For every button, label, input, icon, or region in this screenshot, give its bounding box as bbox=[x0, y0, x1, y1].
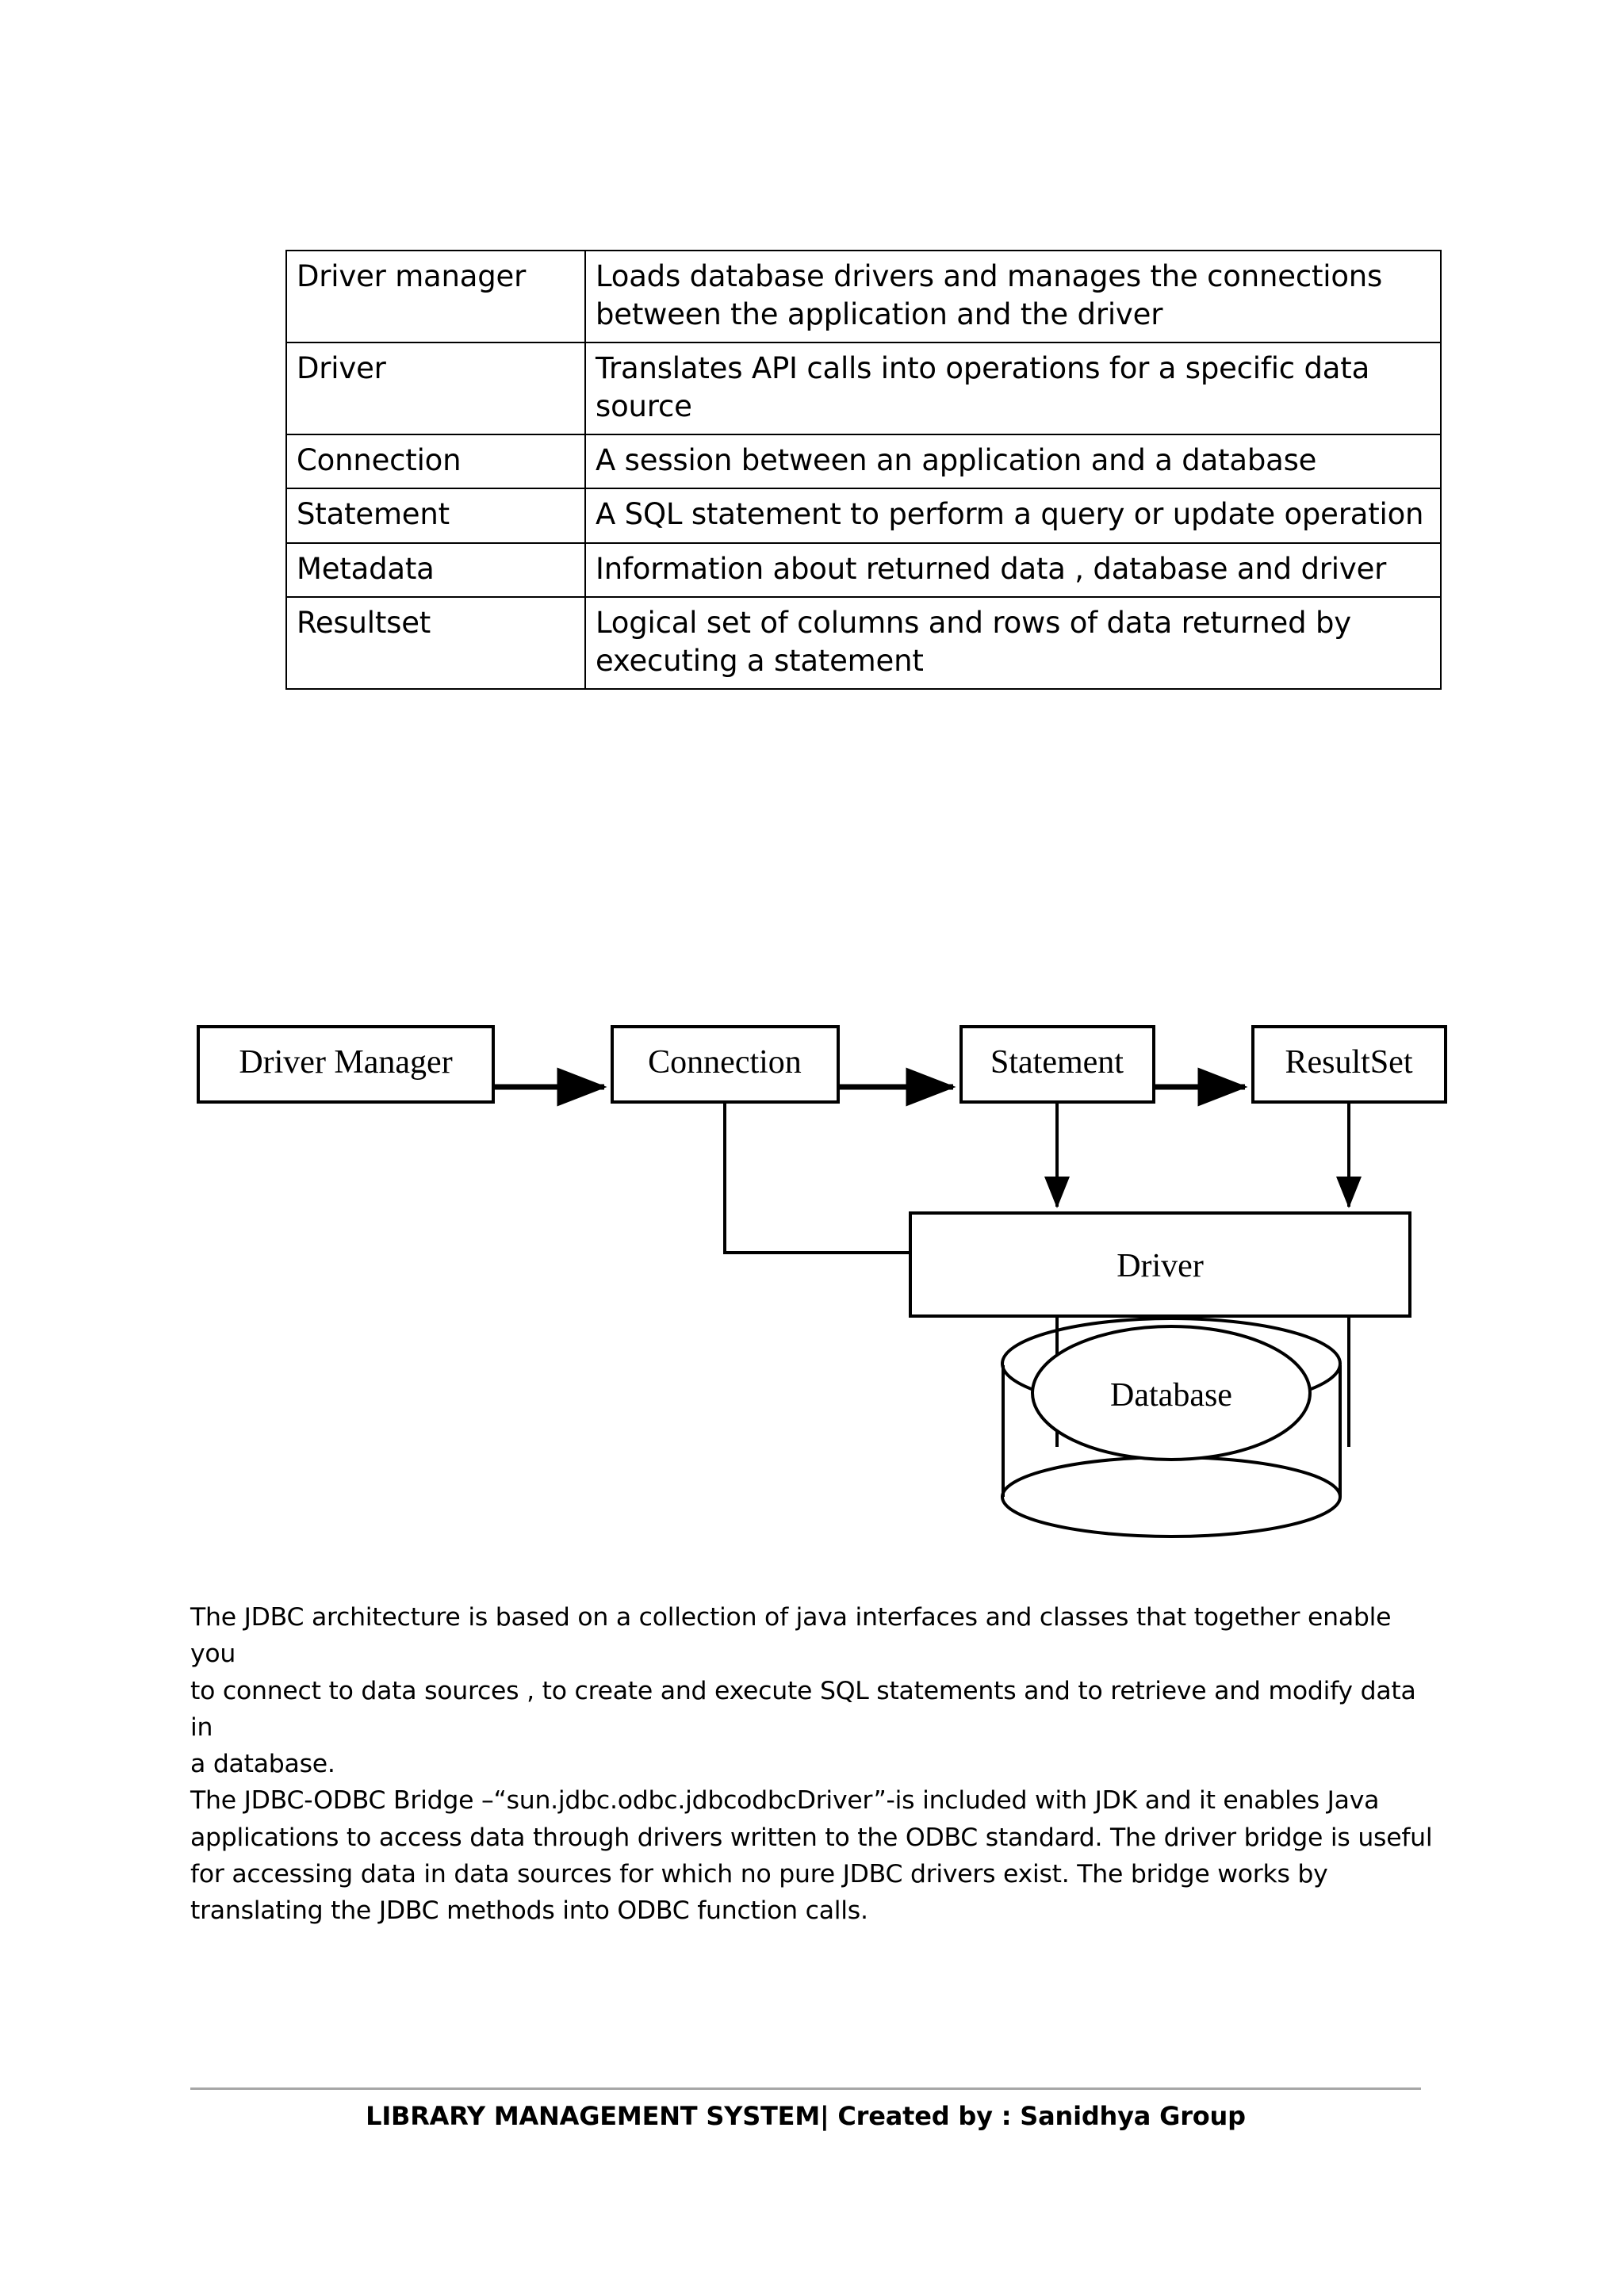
table-body: Driver manager Loads database drivers an… bbox=[285, 249, 1442, 690]
node-connection: Connection bbox=[611, 1025, 840, 1104]
node-label-resultset: ResultSet bbox=[1285, 1044, 1412, 1081]
body-text-block: The JDBC architecture is based on a coll… bbox=[190, 1599, 1435, 1930]
node-label-connection: Connection bbox=[648, 1044, 802, 1081]
footer-divider bbox=[190, 2087, 1421, 2090]
table-cell-term: Connection bbox=[285, 434, 586, 490]
table-row: Connection A session between an applicat… bbox=[285, 434, 1442, 490]
node-resultset: ResultSet bbox=[1251, 1025, 1447, 1104]
table-cell-description: Logical set of columns and rows of data … bbox=[584, 595, 1442, 690]
node-driver-manager: Driver Manager bbox=[197, 1025, 495, 1104]
node-label-driver-manager: Driver Manager bbox=[239, 1044, 452, 1081]
table-cell-description: A session between an application and a d… bbox=[584, 434, 1442, 490]
database-label-ellipse: Database bbox=[1031, 1325, 1312, 1461]
paragraph-line: to connect to data sources , to create a… bbox=[190, 1676, 1416, 1742]
table-row: Driver Translates API calls into operati… bbox=[285, 342, 1442, 436]
table-cell-term: Statement bbox=[285, 488, 586, 544]
table-cell-description: Translates API calls into operations for… bbox=[584, 342, 1442, 436]
jdbc-terms-table: Driver manager Loads database drivers an… bbox=[285, 249, 1442, 690]
paragraph-line: for accessing data in data sources for w… bbox=[190, 1860, 1328, 1889]
node-statement: Statement bbox=[959, 1025, 1155, 1104]
connector-connection-to-driver bbox=[723, 1102, 910, 1254]
table-cell-description: Information about returned data , databa… bbox=[584, 541, 1442, 598]
jdbc-architecture-diagram: Driver Manager Connection Statement Resu… bbox=[0, 991, 1624, 1546]
table-row: Resultset Logical set of columns and row… bbox=[285, 595, 1442, 690]
footer-text: LIBRARY MANAGEMENT SYSTEM| Created by : … bbox=[366, 2101, 1246, 2131]
paragraph-line: The JDBC-ODBC Bridge –“sun.jdbc.odbc.jdb… bbox=[190, 1786, 1380, 1816]
node-driver: Driver bbox=[909, 1211, 1411, 1318]
table-row: Driver manager Loads database drivers an… bbox=[285, 249, 1442, 344]
paragraph-line: The JDBC architecture is based on a coll… bbox=[190, 1603, 1392, 1669]
paragraph-line: applications to access data through driv… bbox=[190, 1823, 1433, 1852]
paragraph-line: translating the JDBC methods into ODBC f… bbox=[190, 1896, 868, 1926]
table-cell-term: Metadata bbox=[285, 541, 586, 598]
node-label-database: Database bbox=[1110, 1377, 1232, 1414]
table-cell-description: A SQL statement to perform a query or up… bbox=[584, 488, 1442, 544]
table-row: Metadata Information about returned data… bbox=[285, 541, 1442, 598]
table-cell-description: Loads database drivers and manages the c… bbox=[584, 249, 1442, 344]
table-row: Statement A SQL statement to perform a q… bbox=[285, 488, 1442, 544]
table-cell-term: Resultset bbox=[285, 595, 586, 690]
paragraph-line: a database. bbox=[190, 1750, 335, 1779]
table-cell-term: Driver manager bbox=[285, 249, 586, 344]
table-cell-term: Driver bbox=[285, 342, 586, 436]
node-label-driver: Driver bbox=[1116, 1248, 1204, 1284]
node-label-statement: Statement bbox=[990, 1044, 1124, 1081]
